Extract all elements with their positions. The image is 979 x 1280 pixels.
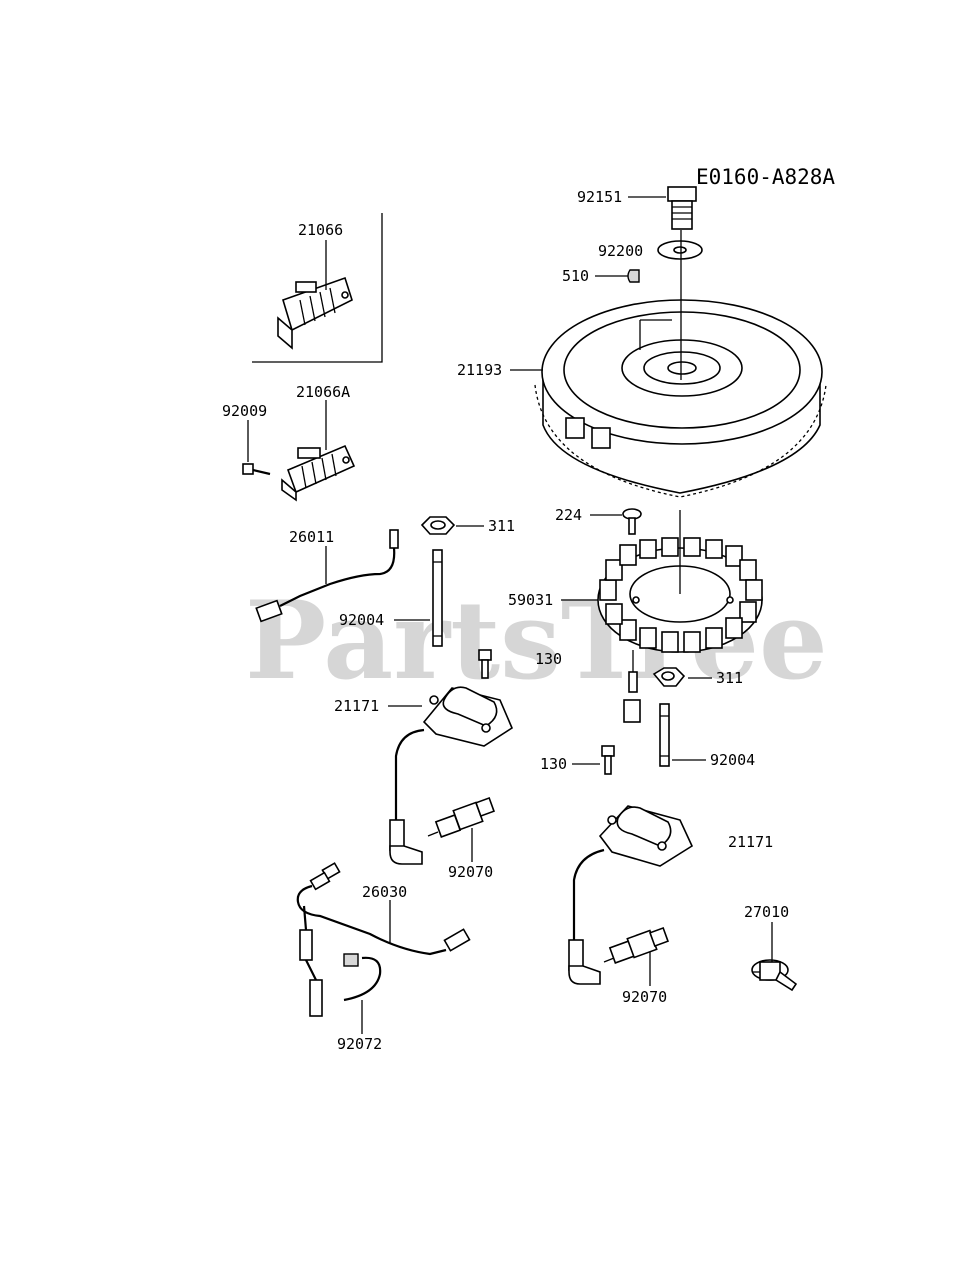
key-510[interactable] xyxy=(627,269,640,283)
bolt-92151[interactable] xyxy=(667,186,697,230)
stud-92004-right[interactable] xyxy=(659,703,670,767)
label-92070-right: 92070 xyxy=(622,988,667,1006)
stud-92004-left[interactable] xyxy=(432,549,443,647)
ignition-coil-21171-left[interactable] xyxy=(389,686,514,865)
label-92151: 92151 xyxy=(577,188,622,206)
bolt-130-left[interactable] xyxy=(478,649,492,679)
label-92004-left: 92004 xyxy=(339,611,384,629)
label-21066A: 21066A xyxy=(296,383,350,401)
label-92072: 92072 xyxy=(337,1035,382,1053)
diagram-code: E0160-A828A xyxy=(696,165,835,189)
screw-224[interactable] xyxy=(622,508,642,535)
label-510: 510 xyxy=(562,267,589,285)
label-26030: 26030 xyxy=(362,883,407,901)
label-27010: 27010 xyxy=(744,903,789,921)
bolt-130-lower[interactable] xyxy=(601,745,615,775)
label-21193: 21193 xyxy=(457,361,502,379)
label-311-left: 311 xyxy=(488,517,515,535)
regulator-21066-inset: 21066 xyxy=(252,213,383,363)
spark-plug-92070-left[interactable] xyxy=(427,797,495,838)
label-21171-right: 21171 xyxy=(728,833,773,851)
label-130-lower: 130 xyxy=(540,755,567,773)
wire-lead-26011[interactable] xyxy=(255,529,399,623)
regulator-21066[interactable] xyxy=(277,276,353,350)
ignition-coil-21171-right[interactable] xyxy=(568,805,694,985)
label-92070-left: 92070 xyxy=(448,863,493,881)
regulator-21066A[interactable] xyxy=(281,444,356,502)
tube-92072[interactable] xyxy=(343,953,382,1002)
label-26011: 26011 xyxy=(289,528,334,546)
stator-teeth xyxy=(599,537,763,653)
label-92200: 92200 xyxy=(598,242,643,260)
wire-harness-26030[interactable] xyxy=(296,862,471,1017)
label-59031: 59031 xyxy=(508,591,553,609)
label-92009: 92009 xyxy=(222,402,267,420)
label-21066: 21066 xyxy=(298,221,343,239)
label-224: 224 xyxy=(555,506,582,524)
nut-311-right[interactable] xyxy=(652,667,686,687)
spark-plug-92070-right[interactable] xyxy=(603,927,669,964)
washer-92200[interactable] xyxy=(657,240,703,260)
label-21171-left: 21171 xyxy=(334,697,379,715)
stator-lead-connector[interactable] xyxy=(623,650,641,723)
screw-92009[interactable] xyxy=(242,463,271,476)
label-311-right: 311 xyxy=(716,669,743,687)
label-92004-right: 92004 xyxy=(710,751,755,769)
label-130-upper: 130 xyxy=(535,650,562,668)
nut-311-left[interactable] xyxy=(420,516,456,535)
switch-27010[interactable] xyxy=(751,959,798,992)
flywheel-21193[interactable] xyxy=(534,299,827,498)
